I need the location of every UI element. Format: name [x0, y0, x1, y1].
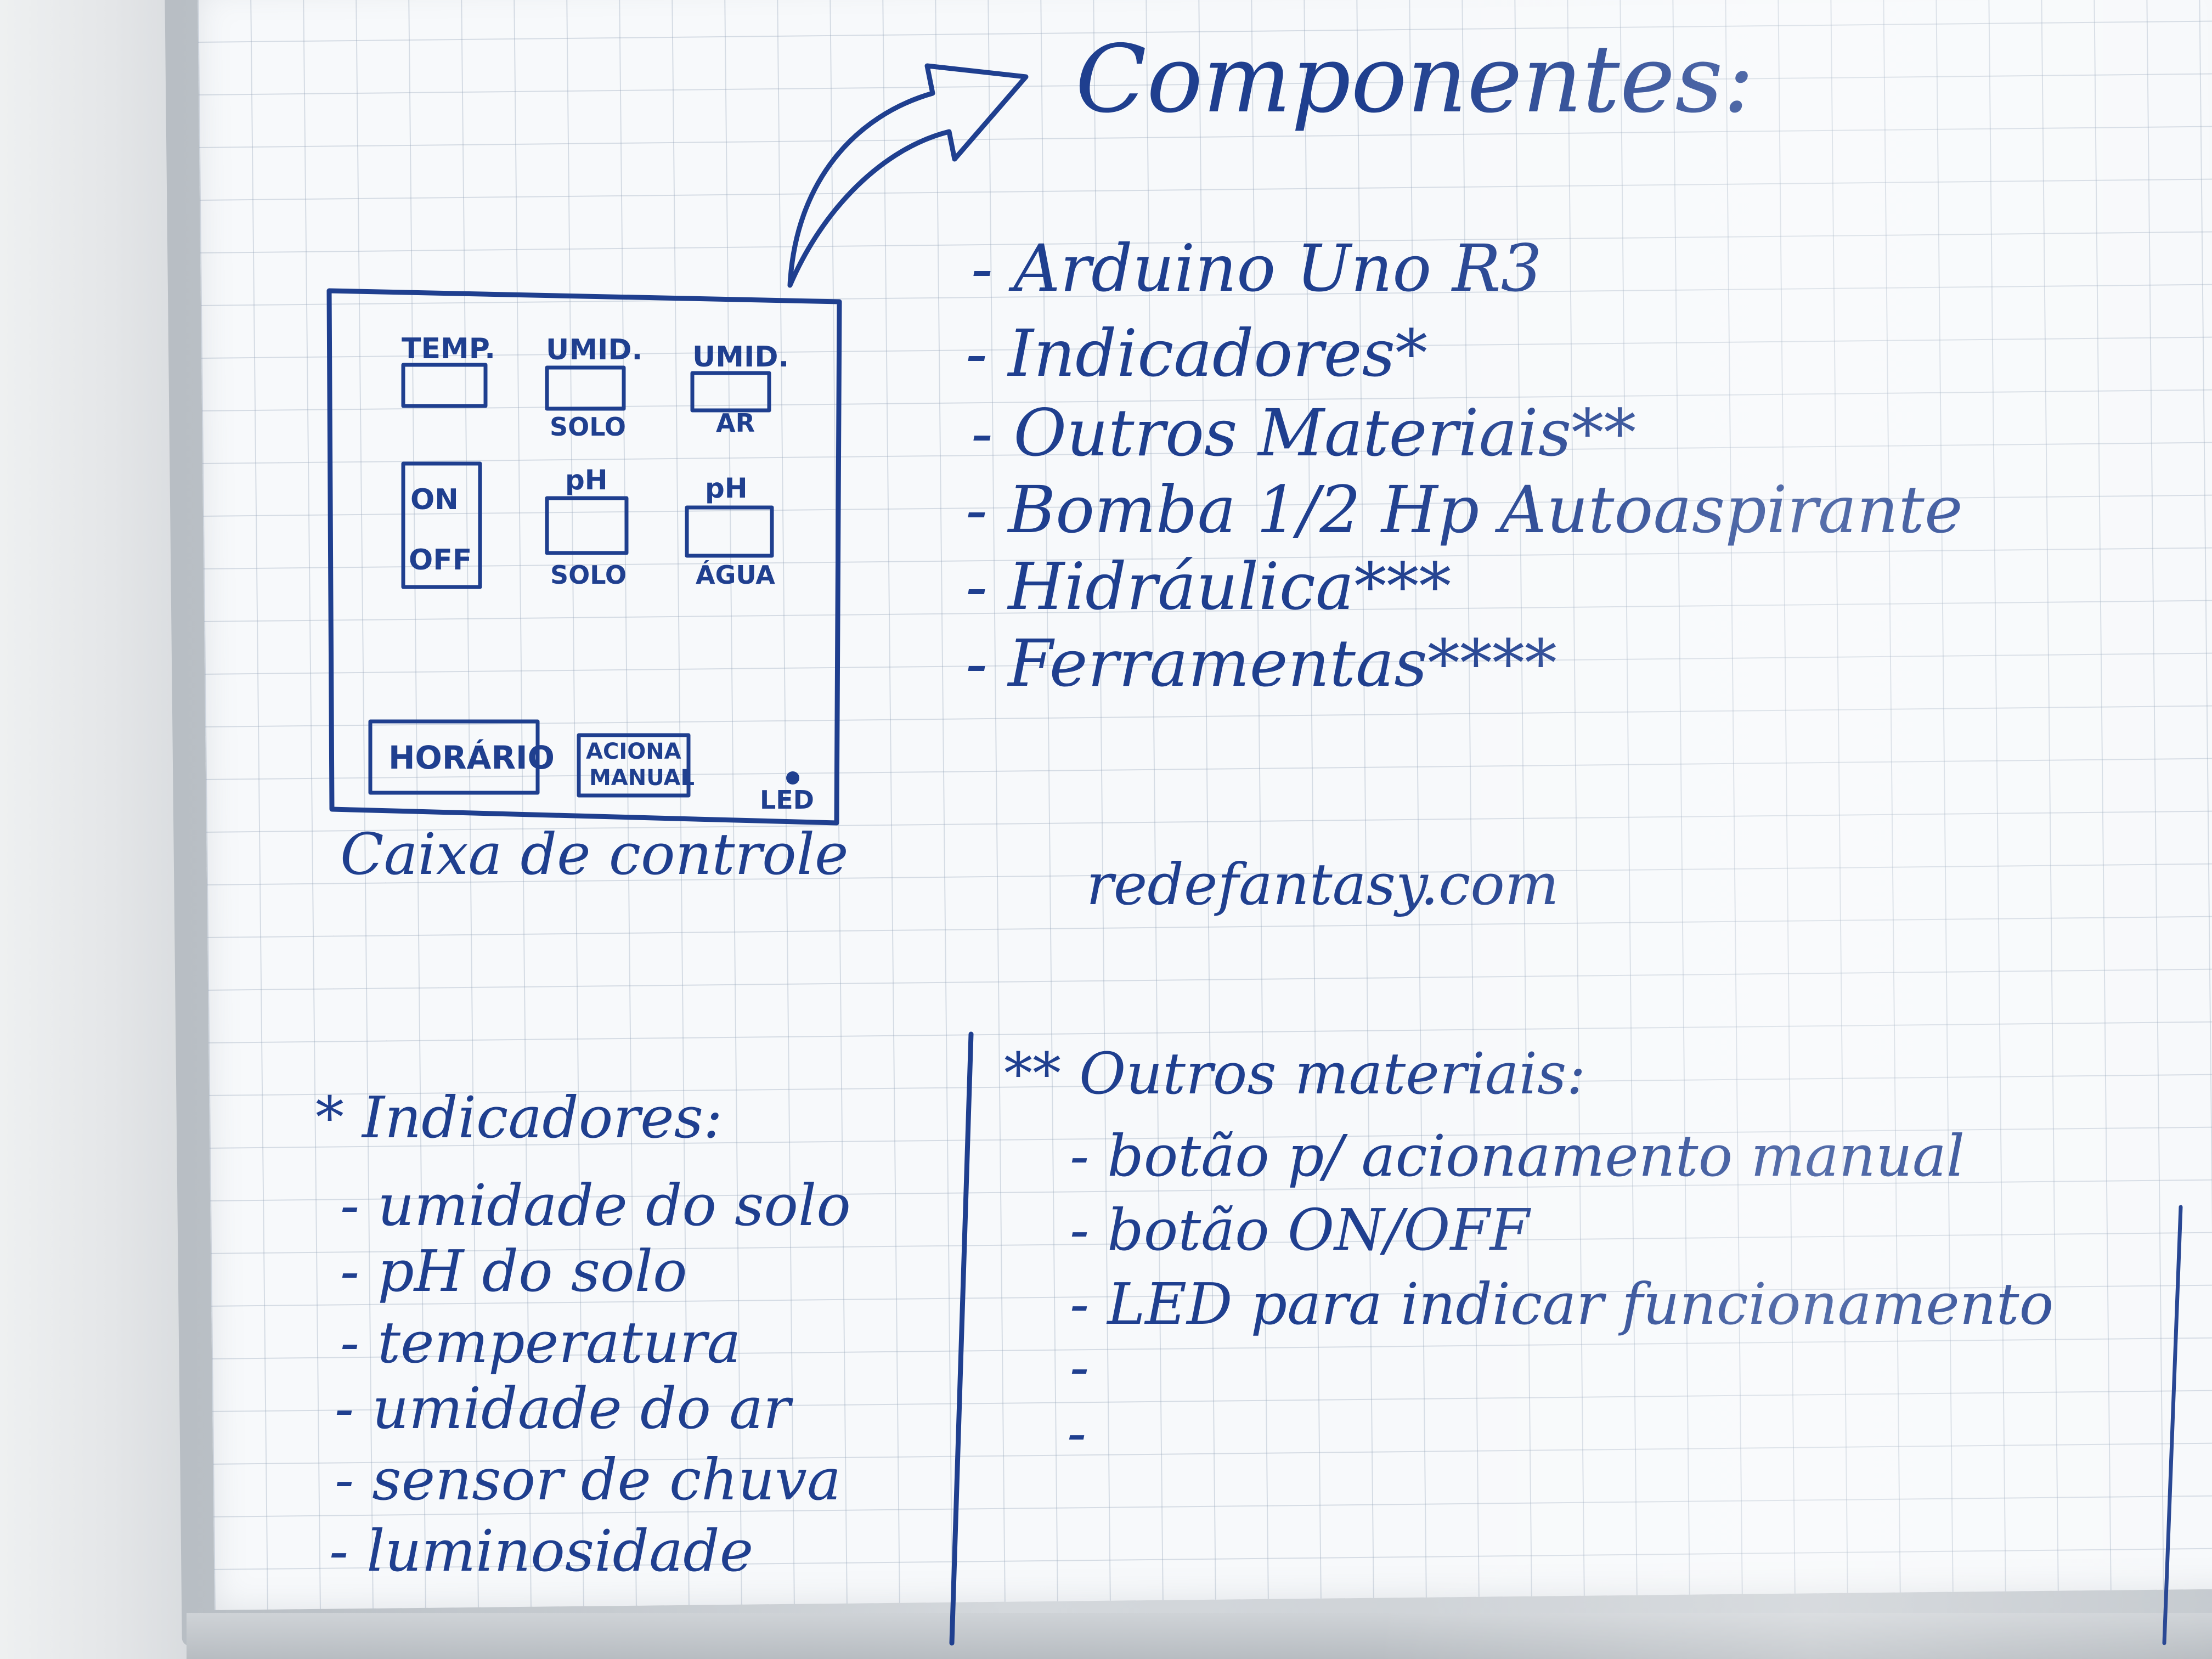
indicadores-item: - umidade do solo — [340, 1172, 851, 1239]
temp-label: TEMP. — [402, 332, 496, 365]
off-label: OFF — [409, 544, 472, 577]
led-dot — [786, 771, 799, 785]
on-off-switch-box — [401, 461, 482, 589]
indicadores-item: - pH do solo — [340, 1238, 687, 1305]
website-text: redefantasy.com — [1086, 851, 1559, 918]
ph-agua-label-bottom: ÁGUA — [696, 560, 775, 590]
right-edge-line — [2162, 1205, 2183, 1645]
vertical-divider — [949, 1031, 974, 1646]
wall — [0, 0, 187, 1659]
component-item: - Outros Materiais** — [971, 395, 1637, 471]
indicadores-item: - umidade do ar — [335, 1375, 791, 1442]
component-item: - Bomba 1/2 Hp Autoaspirante — [966, 472, 1963, 548]
umid-solo-label-top: UMID. — [546, 334, 643, 366]
indicadores-item: - luminosidade — [329, 1517, 754, 1584]
indicadores-item: - temperatura — [340, 1309, 741, 1376]
horario-box — [368, 719, 540, 795]
ph-solo-label-top: pH — [565, 464, 608, 496]
outros-item: - botão ON/OFF — [1070, 1197, 1530, 1263]
component-item: - Arduino Uno R3 — [971, 230, 1542, 306]
component-item: - Hidráulica*** — [966, 549, 1452, 624]
curved-arrow — [787, 63, 1029, 288]
umid-ar-display-box — [690, 371, 771, 413]
control-box-caption: Caixa de controle — [340, 821, 849, 888]
marker-tray — [187, 1613, 2212, 1659]
component-item: - Indicadores* — [966, 315, 1428, 391]
umid-ar-label-bottom: AR — [716, 408, 755, 438]
horario-label: HORÁRIO — [388, 739, 555, 776]
indicadores-heading: * Indicadores: — [315, 1084, 723, 1151]
control-box-outline — [326, 288, 842, 826]
ph-agua-label-top: pH — [705, 472, 748, 504]
indicadores-item: - sensor de chuva — [335, 1446, 841, 1513]
umid-ar-label-top: UMID. — [692, 341, 789, 374]
outros-item: - — [1070, 1334, 1090, 1401]
outros-item: - LED para indicar funcionamento — [1070, 1271, 2054, 1338]
umid-solo-display-box — [545, 365, 626, 411]
aciona-label-2: MANUAL — [589, 765, 695, 791]
outros-heading: ** Outros materiais: — [1004, 1040, 1586, 1107]
outros-item: - — [1067, 1400, 1087, 1466]
outros-item: - botão p/ acionamento manual — [1070, 1122, 1965, 1189]
component-item: - Ferramentas**** — [966, 625, 1557, 701]
led-label: LED — [760, 785, 814, 815]
temp-display-box — [401, 363, 488, 408]
aciona-manual-box — [577, 733, 691, 798]
ph-solo-label-bottom: SOLO — [550, 560, 627, 590]
components-title: Componentes: — [1075, 25, 1754, 134]
ph-solo-display-box — [545, 496, 629, 555]
umid-solo-label-bottom: SOLO — [550, 412, 627, 442]
aciona-label-1: ACIONA — [586, 739, 681, 764]
ph-agua-display-box — [685, 505, 774, 558]
on-label: ON — [410, 483, 459, 516]
